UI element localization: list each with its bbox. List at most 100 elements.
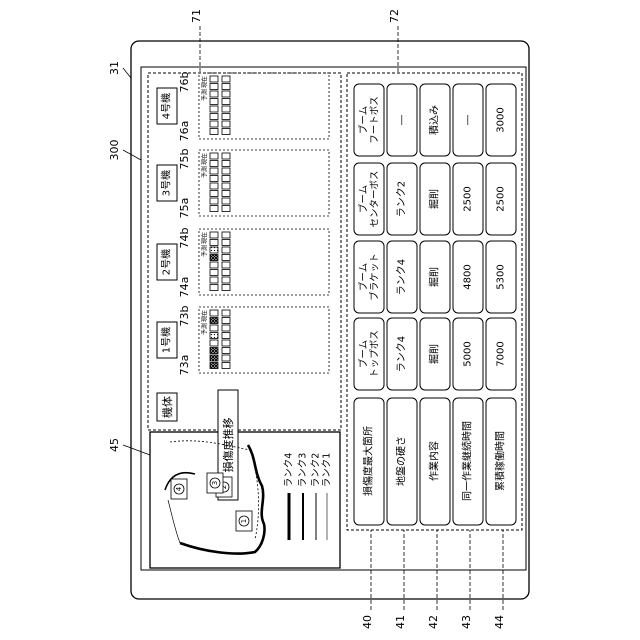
- damage-cell-now: [210, 183, 218, 189]
- cell-value: 5300: [496, 264, 507, 289]
- damage-cell-predicted: [222, 262, 230, 268]
- damage-cell-now: [210, 76, 218, 82]
- cell-value-line: ブーム: [358, 185, 370, 213]
- table-cell: 2500: [486, 163, 516, 235]
- table-cell: 5000: [453, 318, 483, 390]
- cell-value-line: トップボス: [370, 330, 381, 378]
- machine-label-button[interactable]: 1号機: [157, 322, 177, 358]
- ref-74a: 74a: [178, 277, 191, 298]
- bar-caption-now: 現在: [201, 310, 209, 322]
- machine-label-button[interactable]: 3号機: [157, 165, 177, 201]
- site-map: 1234: [165, 441, 265, 554]
- machine-label-button[interactable]: 2号機: [157, 244, 177, 280]
- bar-caption-predicted: 予測: [201, 89, 209, 101]
- ref-75b: 75b: [178, 148, 191, 169]
- damage-cell-now: [210, 206, 218, 212]
- bar-caption-predicted: 予測: [201, 166, 209, 178]
- machine-header-cell: 機体: [157, 393, 177, 421]
- bar-caption-now: 現在: [201, 232, 209, 244]
- damage-cell-now: [210, 348, 218, 354]
- machine-markers: 1234: [171, 473, 252, 531]
- table-cell: 7000: [486, 318, 516, 390]
- damage-cell-now: [210, 176, 218, 182]
- legend-label: ランク2: [311, 453, 322, 488]
- detail-table: 損傷度最大箇所地盤の硬さ作業内容同一作業継続時間累積稼働時間ブームトップボスラン…: [354, 84, 516, 525]
- machine-label-button[interactable]: 4号機: [157, 88, 177, 124]
- table-cell: ランク4: [387, 241, 417, 313]
- bar-caption-now: 現在: [201, 153, 209, 165]
- damage-cell-predicted: [222, 114, 230, 120]
- damage-cell-now: [210, 84, 218, 90]
- damage-trend-label: 損傷度推移: [221, 418, 235, 473]
- damage-cell-now: [210, 285, 218, 291]
- damage-cell-now: [210, 318, 218, 324]
- damage-cell-predicted: [222, 240, 230, 246]
- damage-cell-predicted: [222, 198, 230, 204]
- damage-cell-now: [210, 240, 218, 246]
- machine-reference-numerals: 73a73b74a74b75a75b76a76b: [178, 71, 191, 375]
- machine-marker[interactable]: 1: [236, 511, 252, 531]
- ref-45: 45: [108, 438, 121, 452]
- table-cell: 5300: [486, 241, 516, 313]
- damage-cell-now: [210, 270, 218, 276]
- row-label: 同一作業継続時間: [461, 421, 474, 501]
- cell-value-line: ブーム: [358, 340, 370, 368]
- damage-cell-predicted: [222, 333, 230, 339]
- cell-value: ランク4: [396, 259, 408, 295]
- machine-label: 2号機: [160, 249, 173, 275]
- cell-value: 掘削: [428, 189, 441, 209]
- damage-cell-now: [210, 198, 218, 204]
- table-cell: 積込み: [420, 84, 450, 156]
- legend-item: ランク3: [298, 453, 309, 540]
- ref-71: 71: [190, 9, 203, 23]
- row-label-cell: 同一作業継続時間: [453, 398, 483, 525]
- cell-value: ―: [397, 115, 408, 125]
- bar-caption-now: 現在: [201, 76, 209, 88]
- cell-value-line: ブラケット: [369, 253, 381, 301]
- rank2-route: [168, 500, 180, 543]
- damage-bars-frame: [199, 307, 329, 373]
- ref-44: 44: [493, 615, 506, 629]
- row-label: 作業内容: [428, 441, 441, 481]
- row-label: 損傷度最大箇所: [362, 426, 375, 496]
- damage-cell-predicted: [222, 99, 230, 105]
- table-cell: ブームトップボス: [354, 318, 384, 390]
- row-label: 累積稼働時間: [494, 431, 507, 491]
- damage-cell-now: [210, 333, 218, 339]
- machine-marker[interactable]: 3: [207, 473, 223, 493]
- damage-cell-now: [210, 114, 218, 120]
- ref-300: 300: [108, 140, 121, 161]
- damage-cell-now: [210, 255, 218, 261]
- ref-72: 72: [388, 9, 401, 23]
- damage-cell-predicted: [222, 348, 230, 354]
- damage-cell-now: [210, 363, 218, 369]
- cell-value: 掘削: [428, 344, 441, 364]
- site-map-panel: [150, 432, 340, 568]
- cell-value-line: センターボス: [370, 170, 381, 227]
- machine-marker[interactable]: 4: [171, 479, 187, 499]
- cell-value: 2500: [463, 186, 474, 211]
- table-cell: ブームフートボス: [354, 84, 384, 156]
- cell-value-line: ブーム: [358, 106, 370, 134]
- damage-cell-predicted: [222, 168, 230, 174]
- row-label-cell: 作業内容: [420, 398, 450, 525]
- damage-cell-predicted: [222, 76, 230, 82]
- damage-cell-now: [210, 247, 218, 253]
- legend-label: ランク3: [298, 453, 309, 488]
- cell-value: 3000: [496, 107, 507, 132]
- legend-item: ランク2: [311, 453, 322, 540]
- table-cell: ブームブラケット: [354, 241, 384, 313]
- bar-caption-predicted: 予測: [201, 245, 209, 257]
- damage-cell-predicted: [222, 106, 230, 112]
- damage-cell-now: [210, 355, 218, 361]
- cell-value: ランク4: [396, 336, 408, 372]
- bar-caption-predicted: 予測: [201, 323, 209, 335]
- table-cell: 掘削: [420, 241, 450, 313]
- damage-cell-now: [210, 99, 218, 105]
- table-cell: ブームセンターボス: [354, 163, 384, 235]
- table-cell: ―: [387, 84, 417, 156]
- ref-41: 41: [394, 615, 407, 629]
- cell-value-line: フートボス: [370, 96, 381, 144]
- legend-item: ランク4: [284, 453, 295, 540]
- damage-cell-predicted: [222, 121, 230, 127]
